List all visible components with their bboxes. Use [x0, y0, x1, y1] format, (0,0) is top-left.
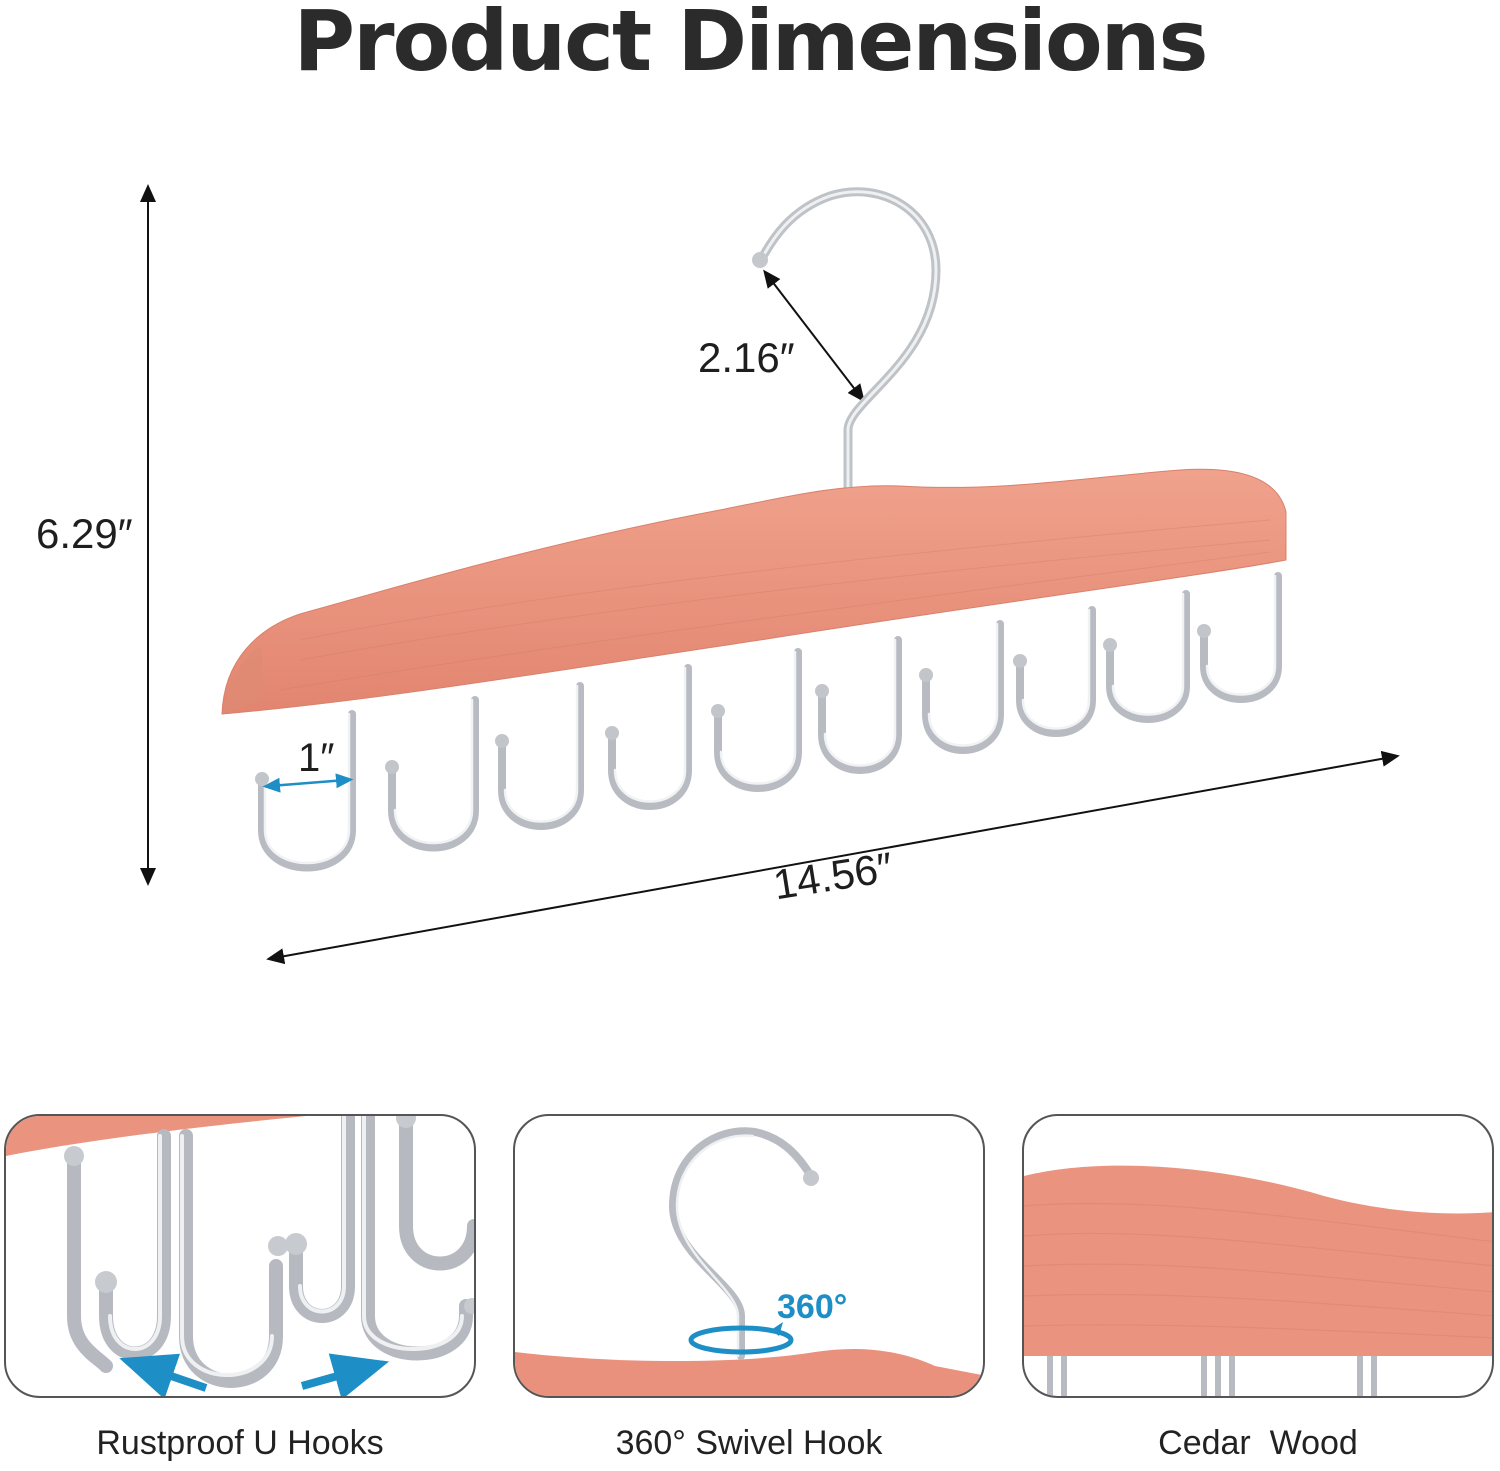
cedar-bar	[221, 468, 1287, 715]
height-label: 6.29″	[36, 510, 133, 557]
page-title: Product Dimensions	[293, 0, 1209, 90]
u-hooks-panel	[4, 1114, 476, 1398]
width-arrow	[266, 750, 1400, 965]
caption-cedar-wood: Cedar Wood	[1158, 1424, 1358, 1462]
caption-swivel-hook: 360° Swivel Hook	[615, 1424, 883, 1462]
rotation-badge: 360°	[777, 1288, 848, 1326]
caption-u-hooks: Rustproof U Hooks	[96, 1424, 384, 1462]
hook-opening-label: 2.16″	[698, 334, 795, 381]
hanger-illustration	[140, 184, 1400, 965]
hook-opening-arrow	[763, 269, 865, 403]
swivel-hook-panel: 360°	[513, 1114, 985, 1398]
hook-gap-label: 1″	[298, 736, 335, 780]
u-hooks	[258, 572, 1282, 872]
hook-gap-arrow	[262, 773, 354, 793]
cedar-wood-panel	[1022, 1114, 1494, 1398]
